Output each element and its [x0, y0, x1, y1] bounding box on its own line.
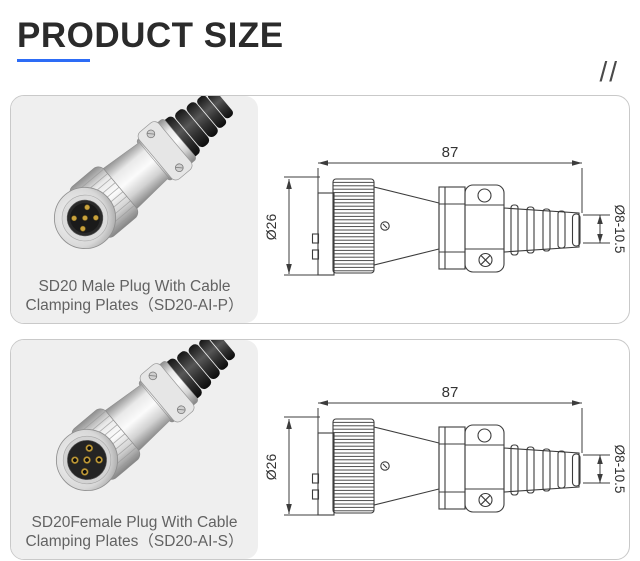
dim-length-label: 87 — [441, 144, 458, 161]
hose-barb — [502, 204, 581, 256]
female-connector-illustration — [55, 340, 235, 492]
dimension-drawing-female: 87 Ø26 Ø8-10.5 — [263, 384, 627, 516]
male-caption: SD20 Male Plug With Cable Clamping Plate… — [11, 278, 258, 316]
male-photo-card: SD20 Male Plug With Cable Clamping Plate… — [11, 96, 258, 323]
dimension-drawing-male: 87 Ø26 Ø8-10.5 — [263, 144, 627, 276]
caption-line2: Clamping Plates（SD20-AI-S） — [25, 533, 244, 551]
knurled-ring-drawing — [331, 178, 375, 274]
gland-nut-drawing — [437, 186, 466, 270]
cable-boot — [162, 96, 233, 158]
dim-length-label: 87 — [441, 384, 458, 401]
clamp-screws — [146, 129, 184, 173]
clamp-screws — [148, 371, 186, 415]
dim-length: 87 — [317, 384, 582, 453]
cable-boot — [164, 340, 235, 400]
dim-length: 87 — [317, 144, 582, 213]
caption-line2: Clamping Plates（SD20-AI-P） — [25, 297, 244, 315]
female-sockets — [71, 444, 103, 476]
male-plug-photo — [53, 96, 233, 250]
body-taper-drawing — [372, 186, 440, 266]
male-pins — [71, 204, 99, 232]
title-accent-underline — [17, 59, 90, 62]
female-face — [55, 428, 119, 492]
hose-barb — [502, 444, 581, 496]
page-title: PRODUCT SIZE — [17, 16, 284, 55]
gland-nut-drawing — [437, 426, 466, 510]
female-photo-card: SD20Female Plug With Cable Clamping Plat… — [11, 340, 258, 559]
knurled-ring-drawing — [331, 418, 375, 514]
dim-diameter: Ø26 — [263, 416, 320, 516]
male-face — [53, 186, 117, 250]
flange-drawing — [311, 432, 335, 516]
female-drawing-area: 87 Ø26 Ø8-10.5 — [259, 340, 629, 559]
product-panel-female: SD20Female Plug With Cable Clamping Plat… — [10, 339, 630, 560]
male-connector-illustration — [53, 96, 233, 250]
flange-drawing — [311, 192, 335, 276]
product-panel-male: SD20 Male Plug With Cable Clamping Plate… — [10, 95, 630, 324]
dim-cable: Ø8-10.5 — [582, 205, 627, 254]
dim-diameter-label: Ø26 — [263, 214, 279, 241]
dim-cable-label: Ø8-10.5 — [612, 205, 627, 254]
body-taper-drawing — [372, 426, 440, 506]
male-drawing-area: 87 Ø26 Ø8-10.5 — [259, 96, 629, 323]
dim-diameter-label: Ø26 — [263, 454, 279, 481]
decorative-slashes: // — [599, 56, 619, 87]
dim-cable: Ø8-10.5 — [582, 445, 627, 494]
caption-line1: SD20 Male Plug With Cable — [38, 278, 231, 296]
dim-cable-label: Ø8-10.5 — [612, 445, 627, 494]
female-plug-photo — [55, 340, 235, 492]
caption-line1: SD20Female Plug With Cable — [31, 514, 238, 532]
female-caption: SD20Female Plug With Cable Clamping Plat… — [11, 514, 258, 552]
clamp-bracket-drawing — [463, 424, 505, 513]
dim-diameter: Ø26 — [263, 176, 320, 276]
clamp-bracket-drawing — [463, 184, 505, 273]
